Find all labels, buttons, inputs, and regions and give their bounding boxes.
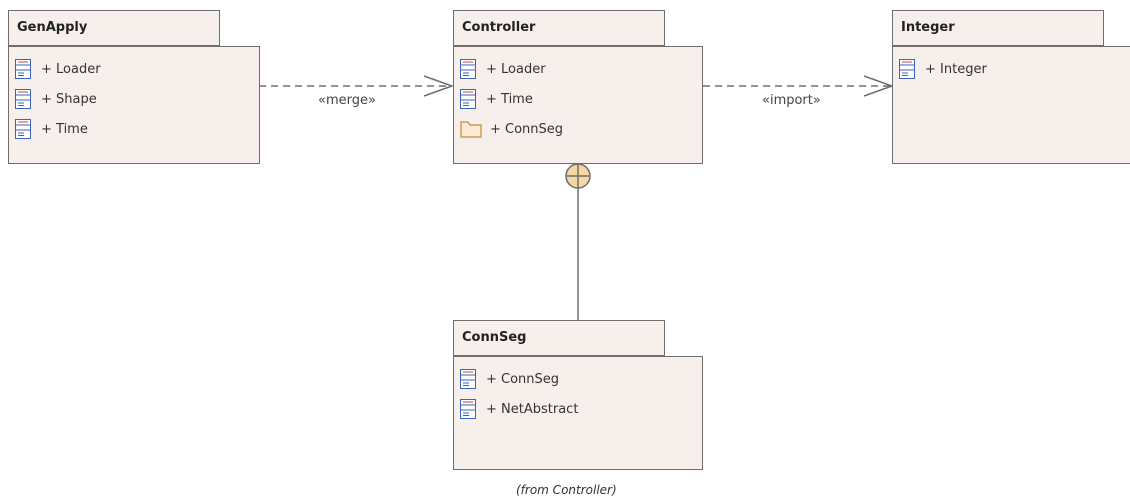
package-origin-note: (from Controller) (516, 483, 617, 497)
merge-stereotype-label: «merge» (318, 93, 376, 108)
package-body: + Loader + Shape + Time (8, 46, 260, 164)
member-label: + Integer (925, 61, 987, 77)
package-member[interactable]: + Loader (15, 57, 101, 81)
package-member[interactable]: + Time (460, 87, 533, 111)
package-member[interactable]: + Shape (15, 87, 97, 111)
merge-dependency[interactable] (259, 75, 455, 97)
package-body: + ConnSeg + NetAbstract (453, 356, 703, 470)
class-icon (899, 59, 915, 79)
class-icon (15, 59, 31, 79)
package-member[interactable]: + NetAbstract (460, 397, 578, 421)
package-name: Integer (901, 20, 955, 35)
nesting-connector[interactable] (565, 163, 591, 320)
package-member[interactable]: + ConnSeg (460, 367, 559, 391)
package-tab: GenApply (8, 10, 220, 46)
class-icon (460, 399, 476, 419)
member-label: + Time (486, 91, 533, 107)
package-tab: Integer (892, 10, 1104, 46)
package-member[interactable]: + ConnSeg (460, 117, 563, 141)
class-icon (460, 89, 476, 109)
member-label: + Time (41, 121, 88, 137)
class-icon (460, 59, 476, 79)
package-member[interactable]: + Time (15, 117, 88, 141)
package-icon (460, 121, 482, 138)
package-name: ConnSeg (462, 330, 527, 345)
member-label: + Loader (41, 61, 101, 77)
package-body: + Loader + Time + ConnSeg (453, 46, 703, 164)
member-label: + ConnSeg (486, 371, 560, 387)
member-label: + Loader (486, 61, 546, 77)
member-label: + ConnSeg (490, 121, 564, 137)
package-name: GenApply (17, 20, 88, 35)
package-member[interactable]: + Integer (899, 57, 987, 81)
import-stereotype-label: «import» (762, 93, 821, 108)
package-tab: ConnSeg (453, 320, 665, 356)
package-member[interactable]: + Loader (460, 57, 546, 81)
class-icon (460, 369, 476, 389)
package-name: Controller (462, 20, 536, 35)
package-body: + Integer (892, 46, 1130, 164)
class-icon (15, 119, 31, 139)
package-tab: Controller (453, 10, 665, 46)
member-label: + Shape (41, 91, 97, 107)
member-label: + NetAbstract (486, 401, 579, 417)
class-icon (15, 89, 31, 109)
